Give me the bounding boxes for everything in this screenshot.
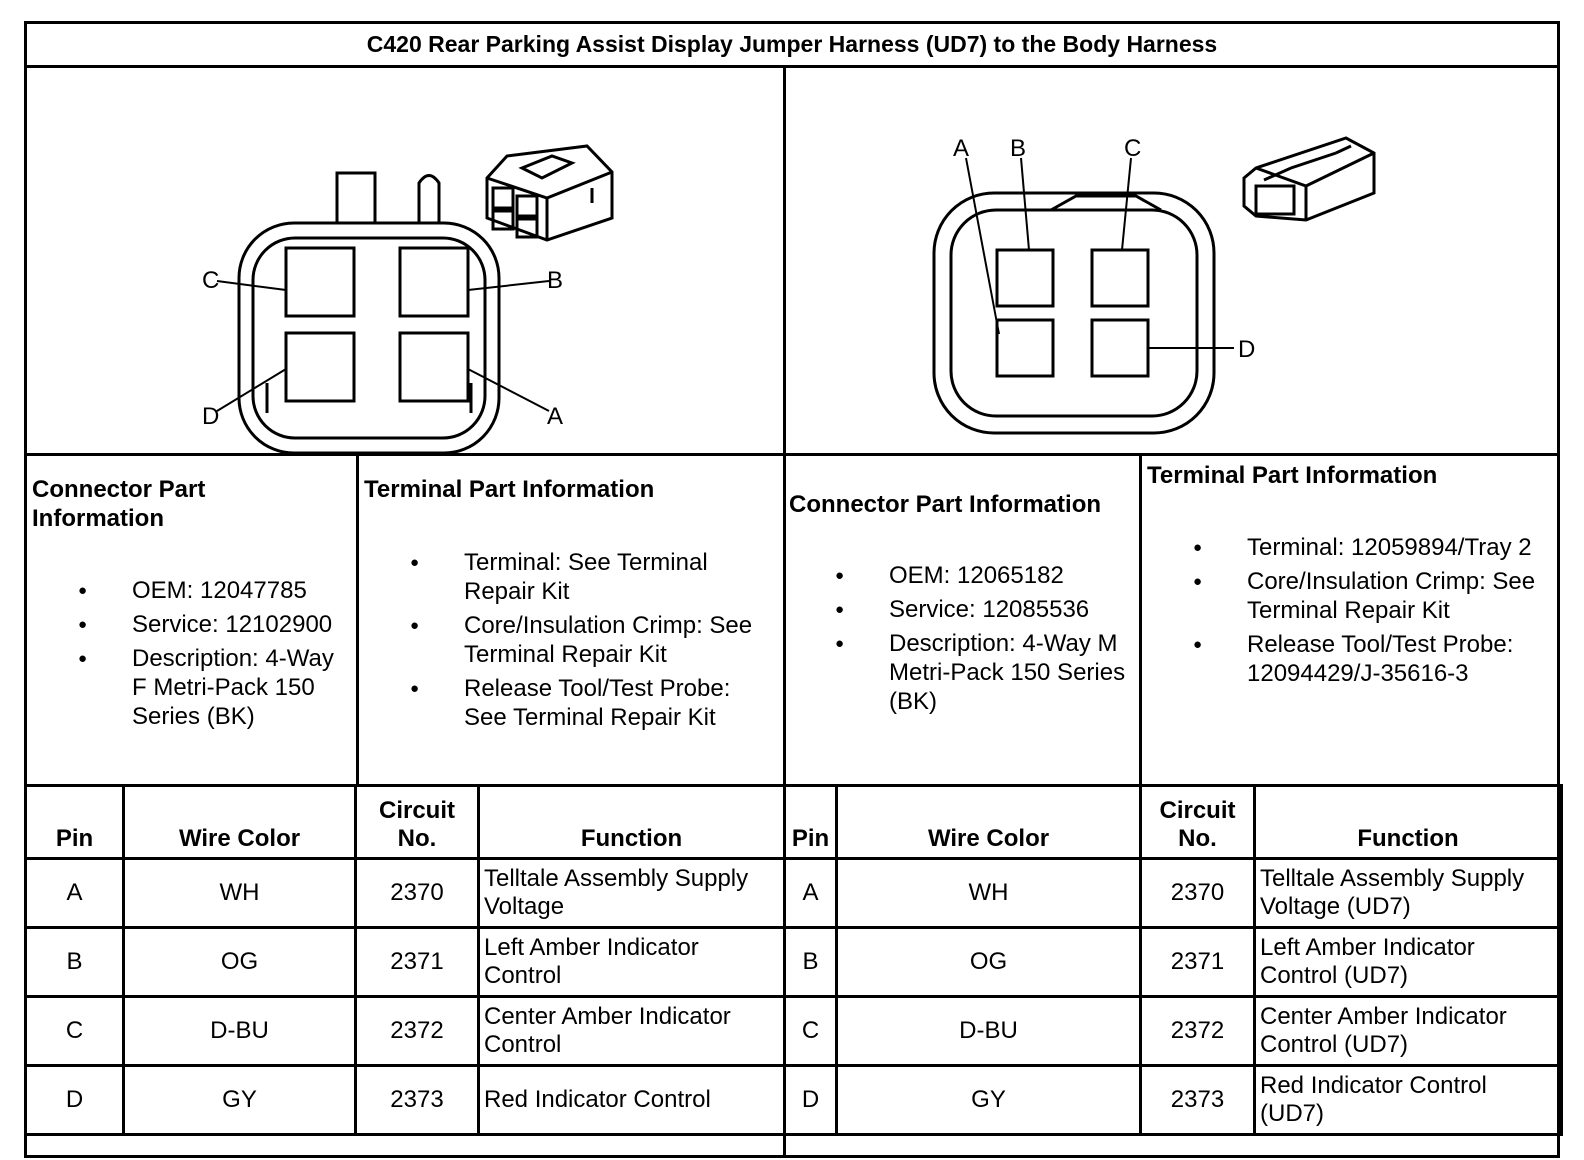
left-terminal-info-list: Terminal: See Terminal Repair Kit Core/I… (364, 548, 779, 737)
column-header-pin: Pin (783, 784, 838, 860)
column-header-function: Function (477, 784, 786, 860)
table-row: A WH 2370 Telltale Assembly Supply Volta… (783, 857, 1563, 929)
circuit-cell: 2371 (1139, 926, 1256, 998)
left-pin-label-a: A (547, 403, 563, 430)
table-row: B OG 2371 Left Amber Indicator Control (24, 926, 786, 998)
wire-color-cell: WH (122, 857, 357, 929)
pin-cell: B (783, 926, 838, 998)
list-item: Core/Insulation Crimp: See Terminal Repa… (364, 611, 779, 669)
wire-color-cell: GY (122, 1064, 357, 1136)
table-row: D GY 2373 Red Indicator Control (24, 1064, 786, 1136)
pin-cell: B (24, 926, 125, 998)
column-header-circuit: Circuit No. (354, 784, 480, 860)
left-connector-diagram: C B D A (202, 144, 614, 453)
right-connector-info-list: OEM: 12065182 Service: 12085536 Descript… (789, 561, 1137, 721)
table-row: A WH 2370 Telltale Assembly Supply Volta… (24, 857, 786, 929)
wire-color-cell: GY (835, 1064, 1142, 1136)
list-item: Service: 12102900 (32, 610, 352, 639)
right-connector-diagram: A B C D (932, 135, 1376, 435)
left-cavity-d (284, 331, 356, 403)
right-cavity-a (995, 318, 1055, 378)
right-terminal-info-title: Terminal Part Information (1147, 462, 1438, 489)
pin-cell: D (24, 1064, 125, 1136)
column-header-function: Function (1253, 784, 1563, 860)
pin-cell: C (24, 995, 125, 1067)
list-item: Service: 12085536 (789, 595, 1137, 624)
list-item: Release Tool/Test Probe: See Terminal Re… (364, 674, 779, 732)
list-item: Description: 4-Way F Metri-Pack 150 Seri… (32, 644, 352, 731)
right-pin-label-d: D (1238, 336, 1255, 363)
right-terminal-info-list: Terminal: 12059894/Tray 2 Core/Insulatio… (1147, 533, 1557, 693)
pin-cell: A (783, 857, 838, 929)
column-header-wire-color: Wire Color (835, 784, 1142, 860)
table-row: C D-BU 2372 Center Amber Indicator Contr… (783, 995, 1563, 1067)
table-header-row: Pin Wire Color Circuit No. Function (783, 784, 1563, 860)
list-item: Release Tool/Test Probe: 12094429/J-3561… (1147, 630, 1557, 688)
function-cell: Center Amber Indicator Control (UD7) (1253, 995, 1563, 1067)
left-terminal-info-title: Terminal Part Information (364, 476, 655, 503)
function-cell: Red Indicator Control (477, 1064, 786, 1136)
left-pin-label-c: C (202, 267, 219, 294)
diagram-divider (27, 453, 1557, 456)
table-row: C D-BU 2372 Center Amber Indicator Contr… (24, 995, 786, 1067)
function-cell: Telltale Assembly Supply Voltage (477, 857, 786, 929)
left-cavity-c (284, 246, 356, 318)
column-header-pin: Pin (24, 784, 125, 860)
right-cavity-c (1090, 248, 1150, 308)
right-connector-info-title: Connector Part Information (789, 491, 1102, 518)
table-header-row: Pin Wire Color Circuit No. Function (24, 784, 786, 860)
circuit-cell: 2371 (354, 926, 480, 998)
title-divider (27, 65, 1557, 68)
circuit-cell: 2373 (354, 1064, 480, 1136)
right-pin-table: Pin Wire Color Circuit No. Function A WH… (783, 784, 1563, 1136)
center-divider (783, 65, 786, 1155)
right-cavity-b (995, 248, 1055, 308)
list-item: Core/Insulation Crimp: See Terminal Repa… (1147, 567, 1557, 625)
page-title: C420 Rear Parking Assist Display Jumper … (366, 31, 1218, 57)
circuit-cell: 2373 (1139, 1064, 1256, 1136)
table-row: B OG 2371 Left Amber Indicator Control (… (783, 926, 1563, 998)
wire-color-cell: D-BU (835, 995, 1142, 1067)
wire-color-cell: WH (835, 857, 1142, 929)
right-pin-label-c: C (1124, 135, 1141, 162)
function-cell: Telltale Assembly Supply Voltage (UD7) (1253, 857, 1563, 929)
column-header-circuit: Circuit No. (1139, 784, 1256, 860)
list-item: Terminal: 12059894/Tray 2 (1147, 533, 1557, 562)
left-cavity-a (398, 331, 470, 403)
left-pin-table: Pin Wire Color Circuit No. Function A WH… (24, 784, 786, 1136)
list-item: Terminal: See Terminal Repair Kit (364, 548, 779, 606)
left-cavity-b (398, 246, 470, 318)
table-row: D GY 2373 Red Indicator Control (UD7) (783, 1064, 1563, 1136)
pin-cell: D (783, 1064, 838, 1136)
right-pin-label-b: B (1010, 135, 1026, 162)
column-header-wire-color: Wire Color (122, 784, 357, 860)
wire-color-cell: OG (835, 926, 1142, 998)
left-connector-info-title: Connector Part Information (32, 476, 206, 532)
left-connector-info-list: OEM: 12047785 Service: 12102900 Descript… (32, 576, 352, 736)
connector-sheet: C420 Rear Parking Assist Display Jumper … (24, 21, 1563, 1158)
list-item: OEM: 12065182 (789, 561, 1137, 590)
list-item: Description: 4-Way M Metri-Pack 150 Seri… (789, 629, 1137, 716)
wire-color-cell: OG (122, 926, 357, 998)
circuit-cell: 2372 (354, 995, 480, 1067)
list-item: OEM: 12047785 (32, 576, 352, 605)
function-cell: Left Amber Indicator Control (477, 926, 786, 998)
right-pin-label-a: A (953, 135, 969, 162)
left-pin-label-d: D (202, 403, 219, 430)
function-cell: Center Amber Indicator Control (477, 995, 786, 1067)
function-cell: Left Amber Indicator Control (UD7) (1253, 926, 1563, 998)
wire-color-cell: D-BU (122, 995, 357, 1067)
left-info-divider (356, 453, 359, 787)
pin-cell: C (783, 995, 838, 1067)
left-pin-label-b: B (547, 267, 563, 294)
circuit-cell: 2370 (1139, 857, 1256, 929)
function-cell: Red Indicator Control (UD7) (1253, 1064, 1563, 1136)
circuit-cell: 2370 (354, 857, 480, 929)
right-info-divider (1139, 453, 1142, 787)
circuit-cell: 2372 (1139, 995, 1256, 1067)
pin-cell: A (24, 857, 125, 929)
